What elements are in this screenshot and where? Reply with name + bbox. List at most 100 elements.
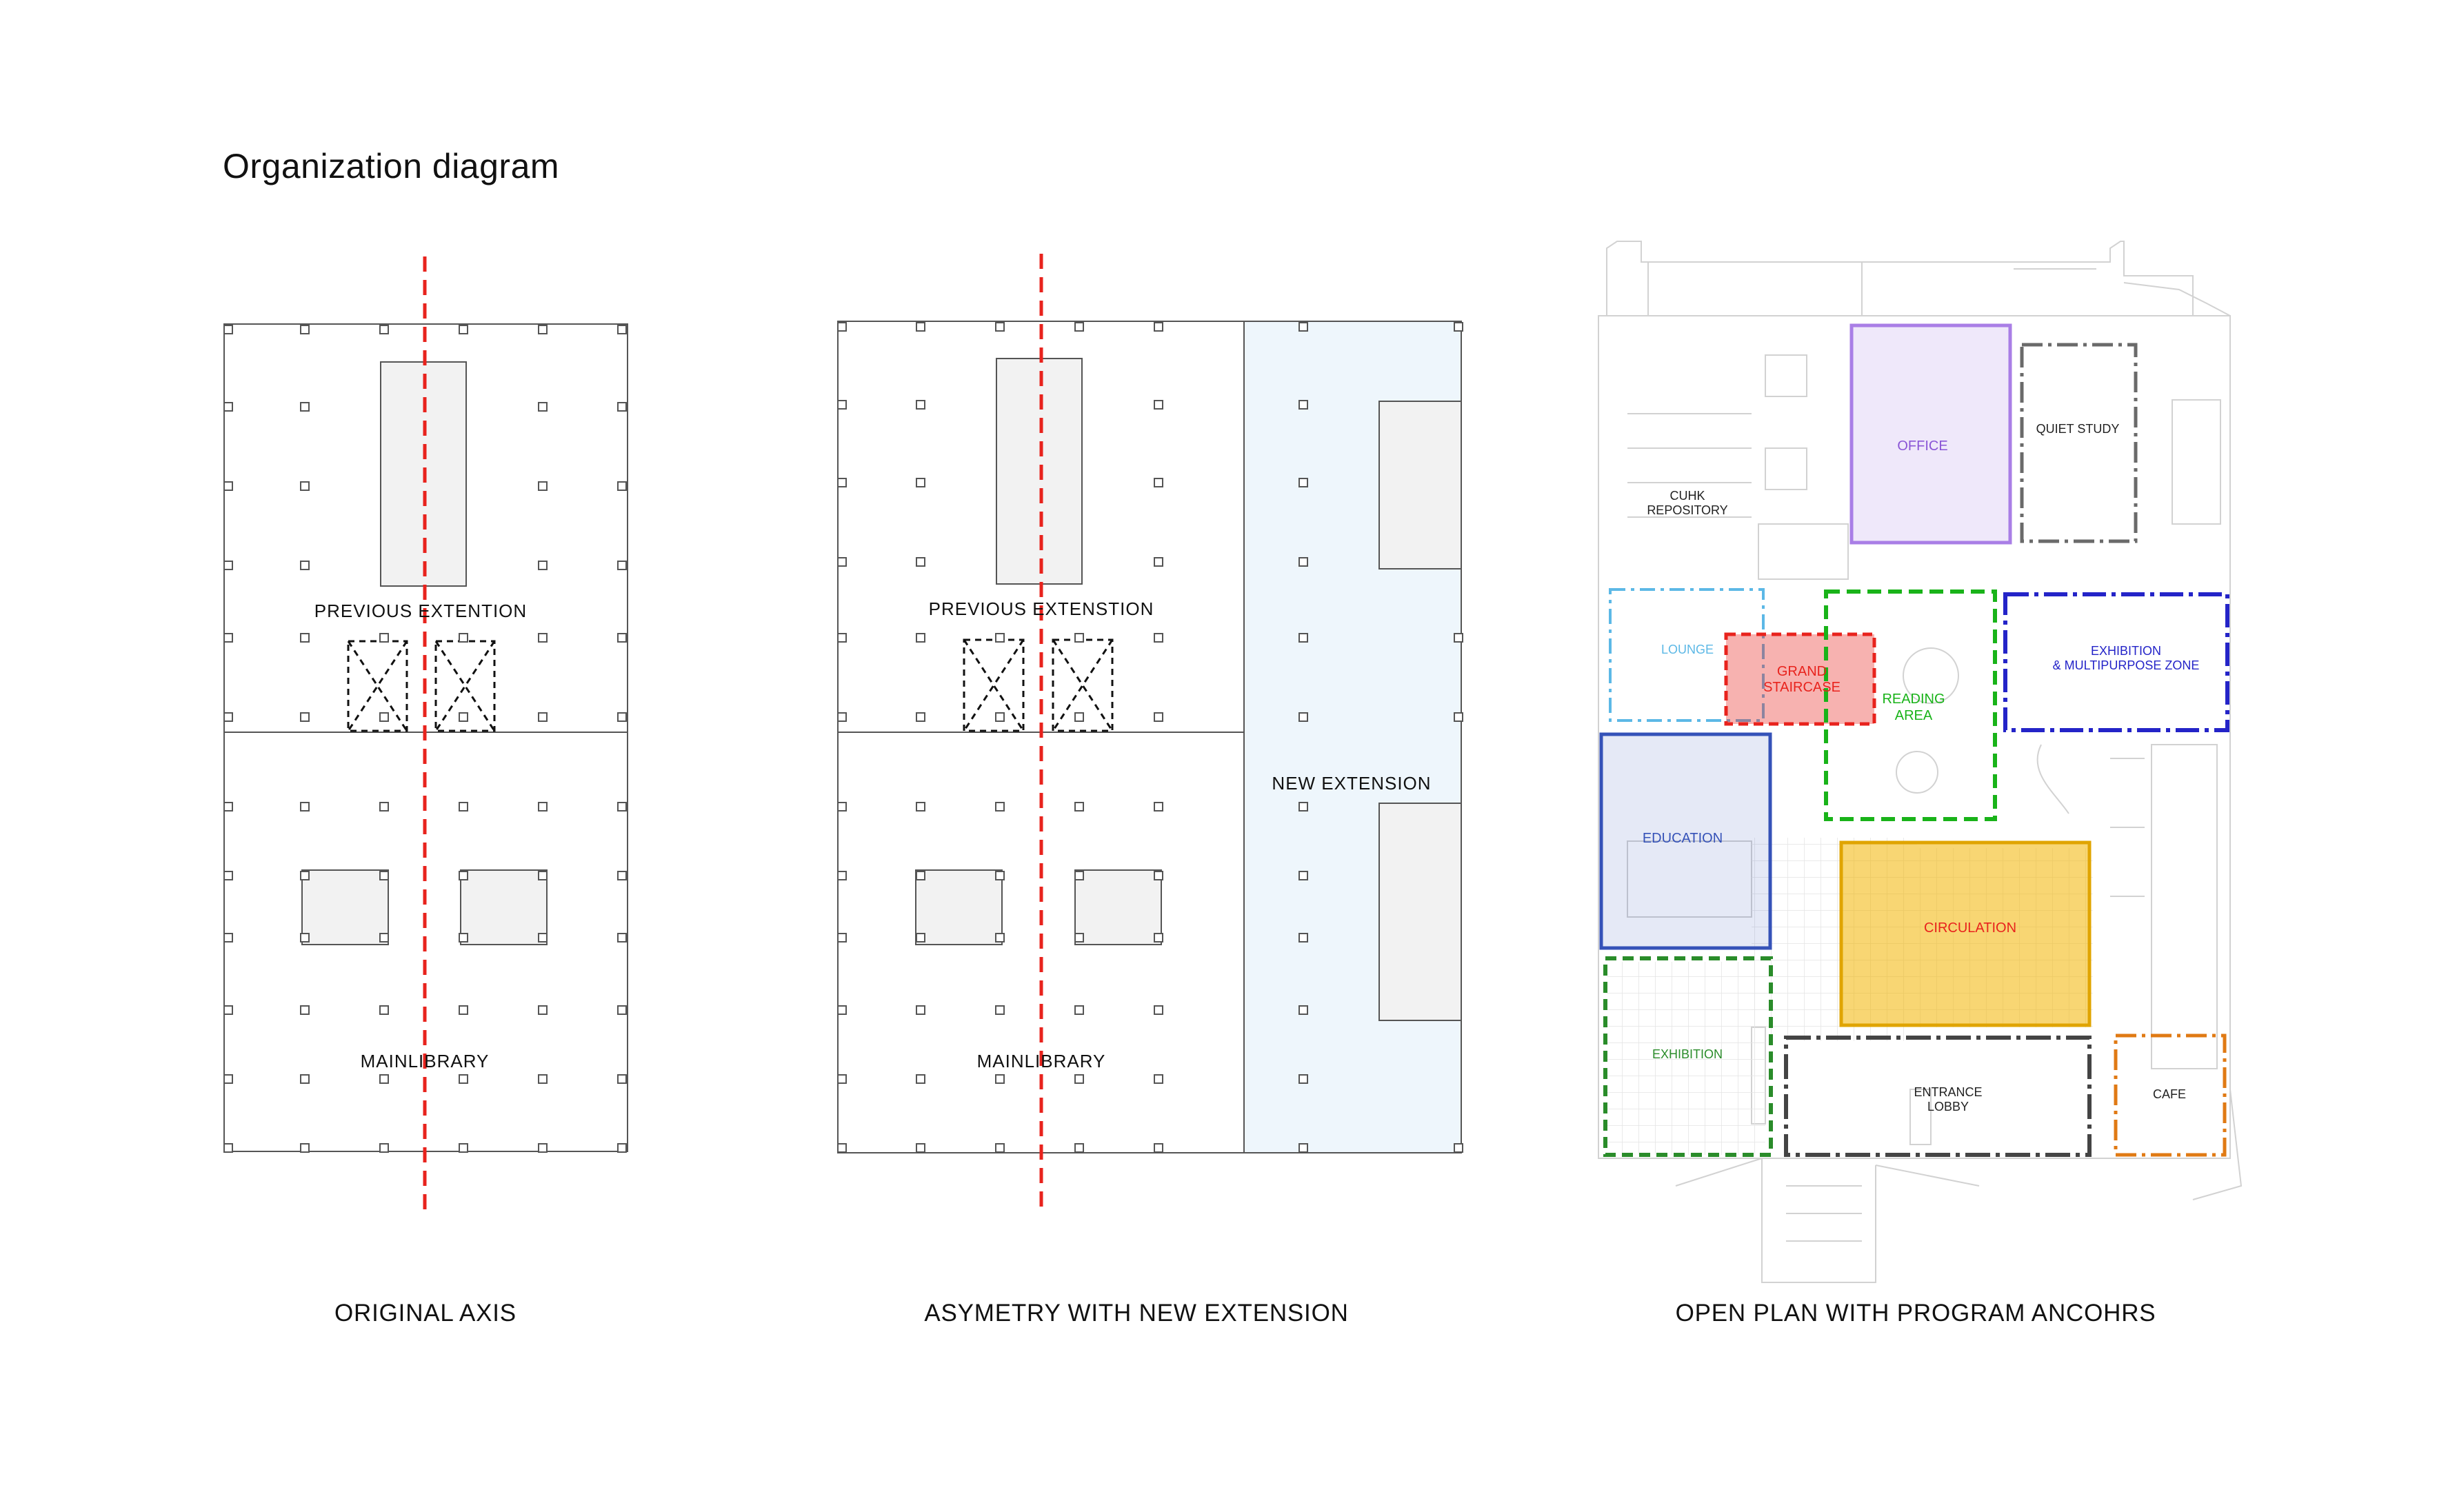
column-marker [1298,1005,1308,1015]
column-marker [916,557,925,567]
column-marker [1154,633,1163,643]
column-marker [617,1143,627,1153]
column-marker [916,1074,925,1084]
column-marker [223,1074,233,1084]
column-marker [223,712,233,722]
label-area: AREA [1895,708,1933,723]
void-right [434,640,496,732]
column-marker [223,871,233,880]
column-marker [300,325,310,334]
column-marker [459,325,468,334]
caption-asymmetry: ASYMETRY WITH NEW EXTENSION [924,1300,1349,1327]
column-grid [223,325,627,1153]
panel-asymmetry-new-extension: PREVIOUS EXTENSTION MAINLIBRARY NEW EXTE… [837,254,1463,1215]
column-marker [223,1005,233,1015]
column-marker [995,871,1005,880]
column-marker [379,633,389,643]
column-marker [837,633,847,643]
panel-original-axis: PREVIOUS EXTENTION MAINLIBRARY [223,256,628,1213]
column-marker [300,933,310,943]
column-marker [1298,557,1308,567]
column-marker [1154,400,1163,410]
column-marker [916,1005,925,1015]
column-marker [916,712,925,722]
column-marker [617,561,627,570]
column-marker [617,633,627,643]
core-block-lower-left [915,869,1003,945]
column-marker [538,1074,548,1084]
label-reading: READING [1882,692,1945,707]
zone-reading-area [1824,589,1997,821]
label-staircase: STAIRCASE [1763,680,1841,695]
zone-entrance-lobby [1784,1036,2092,1157]
core-block-lower-left [301,869,389,945]
column-marker [837,557,847,567]
column-marker [1154,1143,1163,1153]
column-marker [837,400,847,410]
column-marker [1154,322,1163,332]
column-marker [837,1143,847,1153]
column-marker [223,802,233,812]
label-new-extension: NEW EXTENSION [1272,773,1431,794]
column-marker [1074,322,1084,332]
column-marker [459,1143,468,1153]
column-marker [916,933,925,943]
extension-core-upper [1378,401,1462,569]
column-marker [617,802,627,812]
column-marker [223,1143,233,1153]
column-marker [916,478,925,487]
column-marker [1074,1143,1084,1153]
column-marker [1454,1143,1463,1153]
column-marker [1298,478,1308,487]
column-marker [1298,633,1308,643]
column-marker [995,1074,1005,1084]
caption-original-axis: ORIGINAL AXIS [334,1300,517,1327]
zone-office [1849,323,2012,545]
column-marker [617,481,627,491]
column-marker [1298,1074,1308,1084]
column-marker [995,802,1005,812]
column-marker [379,1143,389,1153]
zone-exhibition [1603,956,1773,1157]
label-previous-extension: PREVIOUS EXTENTION [314,601,527,621]
column-marker [379,1005,389,1015]
column-marker [379,1074,389,1084]
zone-quiet-study [2020,343,2138,543]
label-entrance: ENTRANCE [1914,1085,1982,1099]
column-marker [1074,802,1084,812]
label-previous-extension: PREVIOUS EXTENSTION [929,598,1154,619]
void-left [347,640,408,732]
label-repository: REPOSITORY [1647,503,1727,517]
column-marker [1298,712,1308,722]
label-quiet-study: QUIET STUDY [2036,422,2120,436]
column-marker [617,325,627,334]
column-marker [538,402,548,412]
zone-exhibition-multipurpose [2003,592,2229,732]
column-marker [916,871,925,880]
column-marker [617,871,627,880]
zone-cafe [2114,1034,2227,1157]
column-marker [379,325,389,334]
label-cuhk: CUHK [1669,489,1705,503]
column-marker [223,561,233,570]
column-marker [995,712,1005,722]
core-block-lower-right [460,869,548,945]
column-marker [1454,712,1463,722]
column-marker [538,1143,548,1153]
column-marker [1298,871,1308,880]
zone-education [1599,732,1772,950]
column-marker [538,481,548,491]
column-marker [538,802,548,812]
column-marker [300,1074,310,1084]
column-marker [995,1143,1005,1153]
column-marker [837,802,847,812]
column-marker [1154,712,1163,722]
column-marker [1298,1143,1308,1153]
void-right [1052,638,1114,732]
column-marker [1298,933,1308,943]
column-marker [1074,933,1084,943]
column-marker [1074,1005,1084,1015]
column-marker [459,802,468,812]
zone-circulation [1839,840,2092,1027]
